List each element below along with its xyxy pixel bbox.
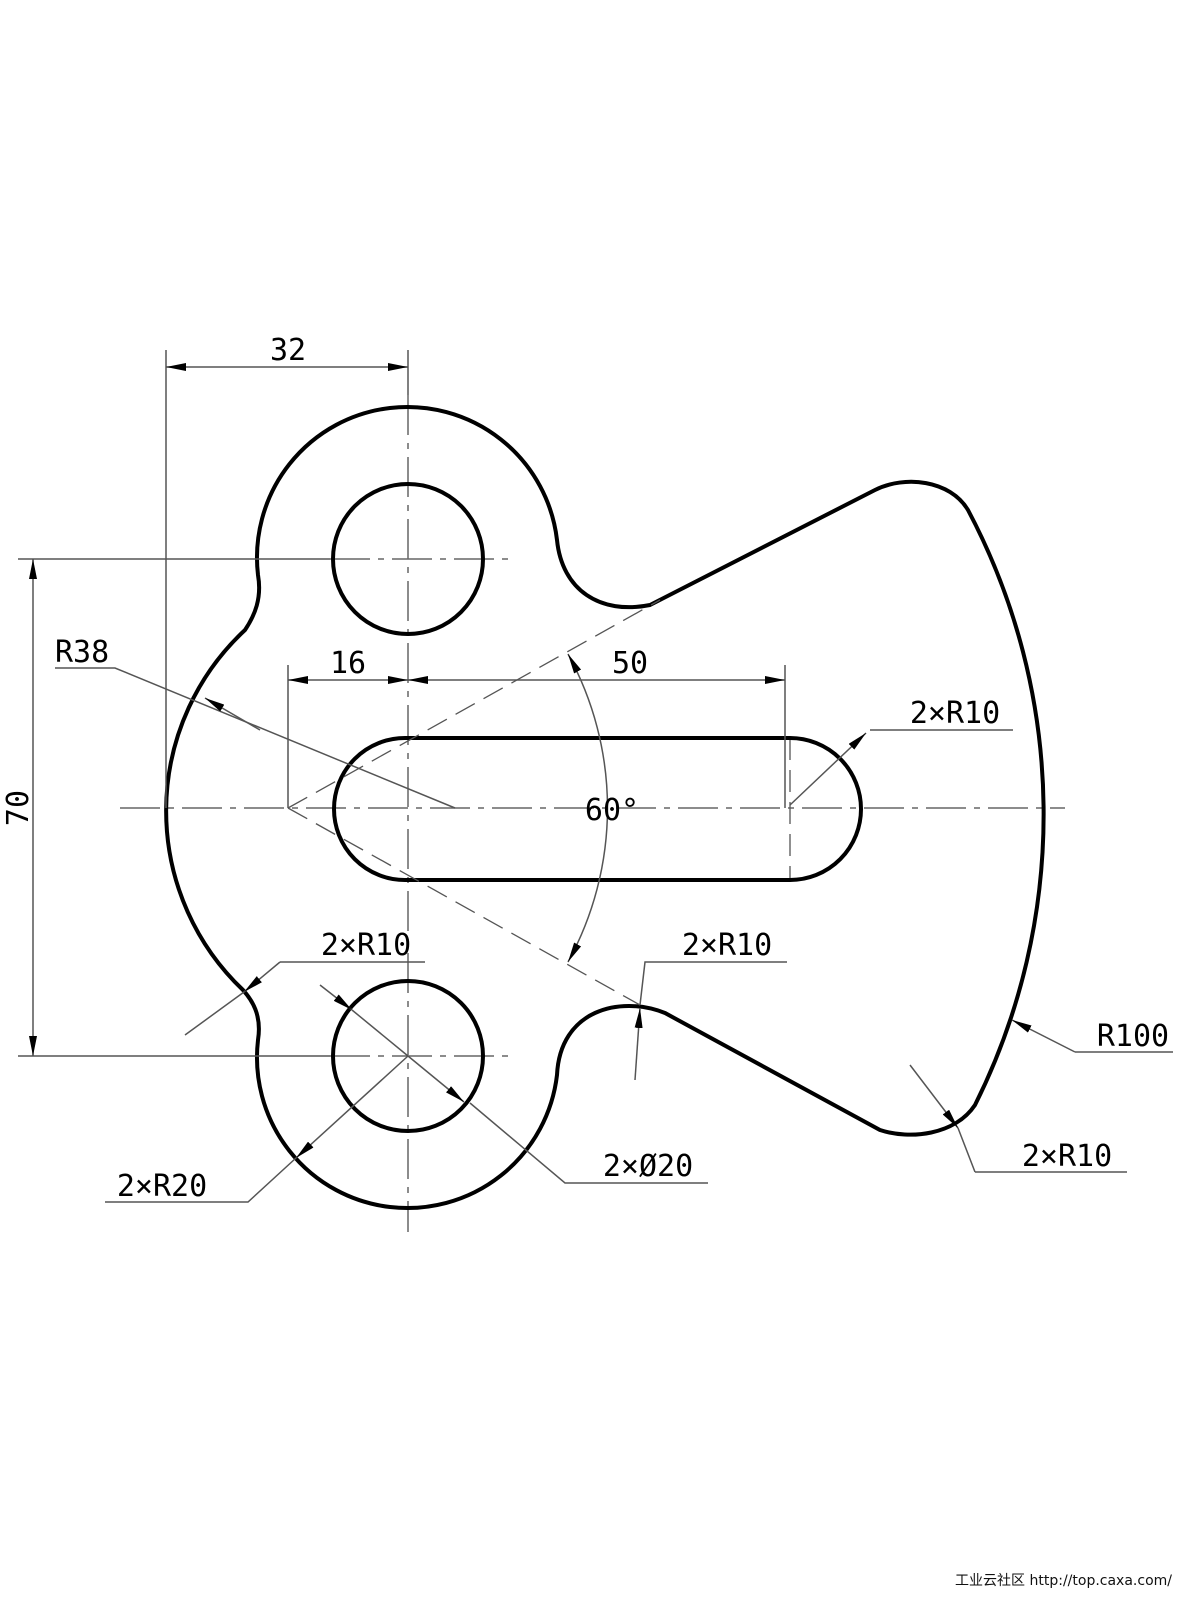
dimension-text: 2×Ø20 bbox=[603, 1149, 693, 1184]
dimension-text: 70 bbox=[1, 790, 36, 826]
dimension-text: 50 bbox=[612, 646, 648, 681]
dimension-mid-r10: 2×R10 bbox=[634, 928, 787, 1081]
dimension-text: R100 bbox=[1097, 1019, 1169, 1054]
dimension-16-50: 16 50 bbox=[287, 646, 786, 808]
dimension-slot-r10: 2×R10 bbox=[789, 696, 1013, 806]
dimension-text: 2×R10 bbox=[1022, 1139, 1112, 1174]
dimension-r38: R38 bbox=[55, 635, 456, 809]
dimension-text: 16 bbox=[330, 646, 366, 681]
dimension-text: 2×R20 bbox=[117, 1169, 207, 1204]
dimension-right-r10: 2×R10 bbox=[909, 1064, 1127, 1174]
dimension-r100: R100 bbox=[1011, 1019, 1173, 1054]
slot bbox=[332, 736, 863, 882]
dimension-left-r10: 2×R10 bbox=[184, 928, 425, 1036]
dimension-angle-60: 60° bbox=[287, 599, 661, 1006]
dimension-text: 32 bbox=[270, 333, 306, 368]
dimension-bosses-r20: 2×R20 bbox=[105, 1055, 409, 1204]
dimension-70: 70 bbox=[1, 558, 330, 1057]
dimension-text: R38 bbox=[55, 635, 109, 670]
dimension-text: 2×R10 bbox=[682, 928, 772, 963]
watermark: 工业云社区 http://top.caxa.com/ bbox=[955, 1573, 1172, 1589]
dimension-holes-d20: 2×Ø20 bbox=[319, 984, 708, 1184]
upper-hole bbox=[331, 482, 485, 636]
dimension-text: 60° bbox=[585, 793, 639, 828]
dimension-32: 32 bbox=[165, 333, 409, 808]
dimension-text: 2×R10 bbox=[910, 696, 1000, 731]
part-outline bbox=[164, 404, 1046, 1211]
dimension-text: 2×R10 bbox=[321, 928, 411, 963]
lower-hole bbox=[331, 979, 485, 1133]
centerlines bbox=[120, 395, 1065, 1232]
